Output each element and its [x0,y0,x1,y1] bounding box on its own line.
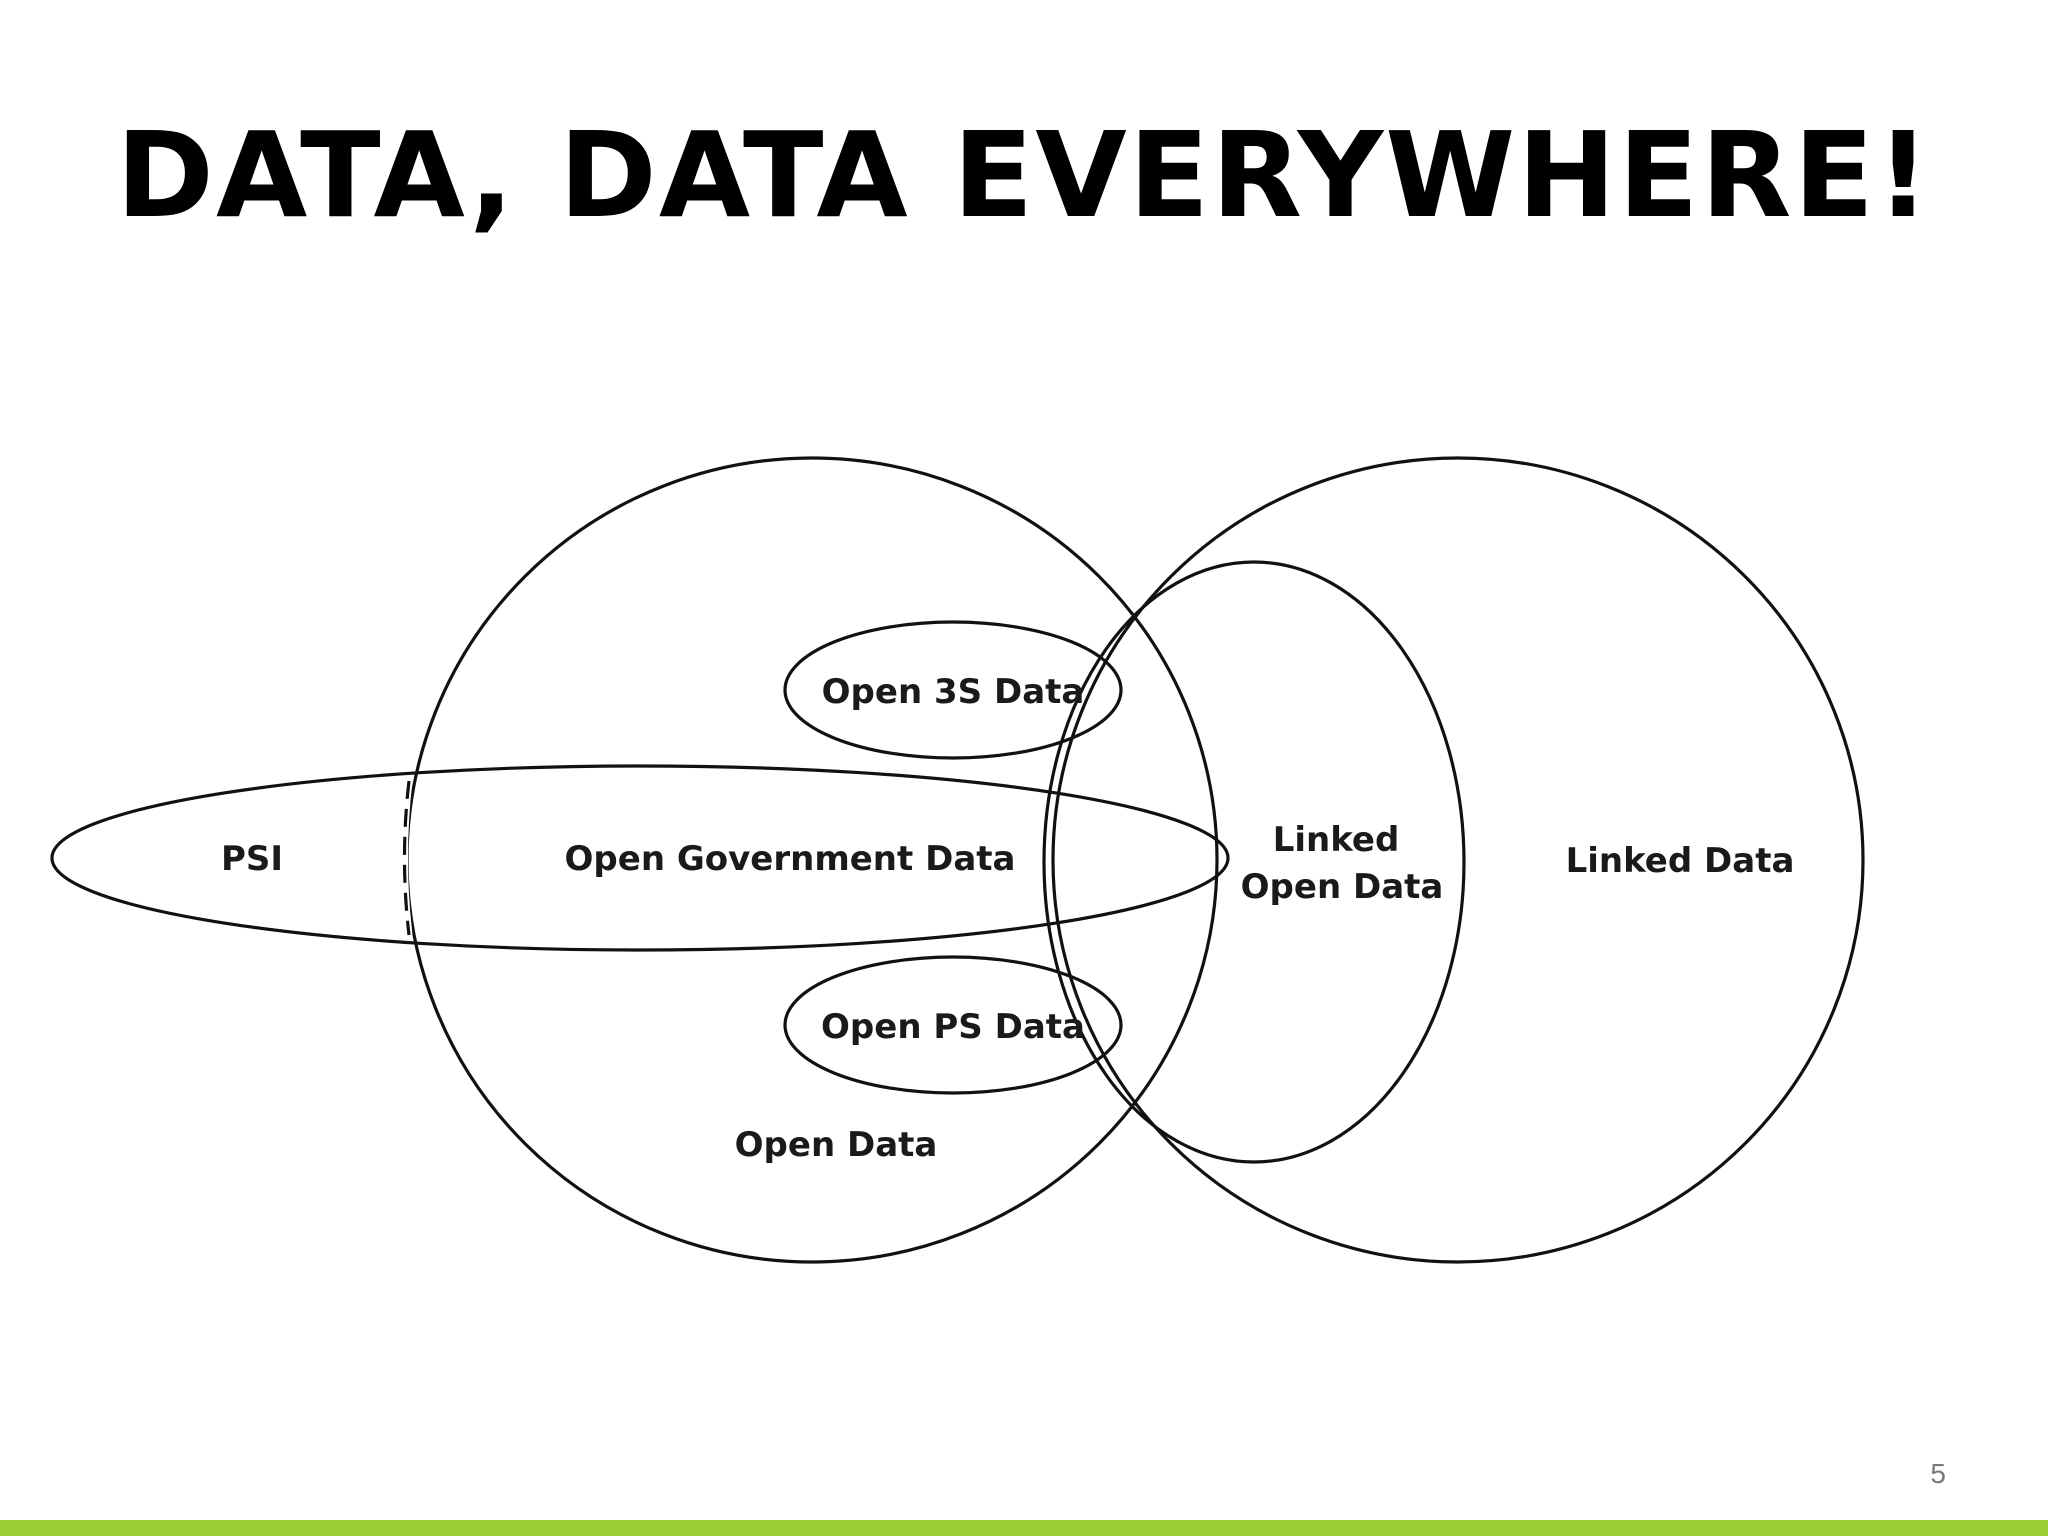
linked-open-data-ellipse [1042,560,1466,1164]
accent-footer-bar [0,1520,2048,1536]
open-government-data-label: Open Government Data [565,839,1016,879]
linked-data-label: Linked Data [1566,841,1795,881]
open-data-label: Open Data [735,1125,938,1165]
linked-open-data-label-line2: Open Data [1241,867,1444,907]
linked-data-circle [1051,456,1865,1264]
linked-open-data-label-line1: Linked [1273,820,1400,860]
open-3s-data-label: Open 3S Data [822,672,1085,712]
page-number: 5 [1930,1458,1946,1489]
psi-ellipse [50,764,1230,952]
open-ps-data-ellipse [783,955,1123,1095]
open-3s-data-ellipse [783,620,1123,760]
psi-dashed-boundary [402,780,411,936]
slide-title: DATA, DATA EVERYWHERE! [116,106,1932,244]
open-ps-data-label: Open PS Data [821,1007,1085,1047]
psi-label: PSI [221,839,283,879]
